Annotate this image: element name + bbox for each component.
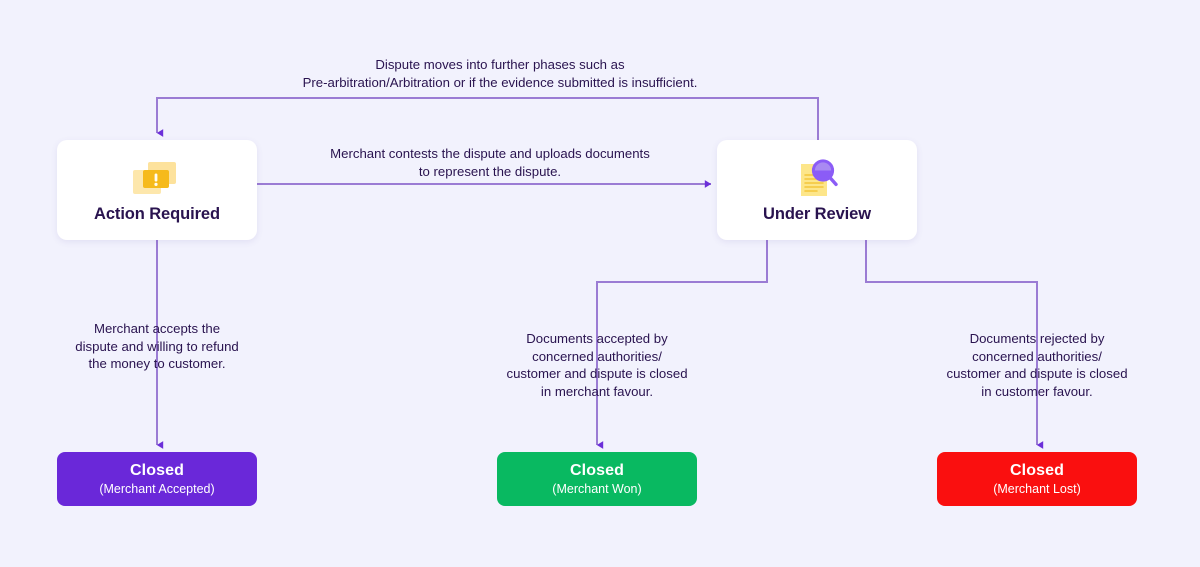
document-magnifier-icon [792, 157, 842, 203]
node-title: Under Review [763, 204, 871, 223]
terminal-sub-label: (Merchant Lost) [993, 481, 1081, 496]
terminal-closed-merchant-lost[interactable]: Closed (Merchant Lost) [937, 452, 1137, 506]
terminal-main-label: Closed [570, 461, 624, 479]
warning-document-icon [132, 157, 182, 203]
edge-loop-back [156, 97, 819, 140]
edge-label-documents-rejected: Documents rejected by concerned authorit… [946, 331, 1128, 399]
edge-label-merchant-accepts: Merchant accepts the dispute and willing… [75, 321, 239, 372]
node-under-review[interactable]: Under Review [717, 140, 917, 240]
edge-label-documents-accepted: Documents accepted by concerned authorit… [506, 331, 688, 399]
edge-label-merchant-contests: Merchant contests the dispute and upload… [330, 146, 650, 179]
node-action-required[interactable]: Action Required [57, 140, 257, 240]
edge-label-loop-back: Dispute moves into further phases such a… [302, 57, 698, 90]
edge-merchant-lost [865, 240, 1044, 449]
node-title: Action Required [94, 204, 220, 223]
terminal-closed-merchant-won[interactable]: Closed (Merchant Won) [497, 452, 697, 506]
terminal-main-label: Closed [1010, 461, 1064, 479]
terminal-main-label: Closed [130, 461, 184, 479]
terminal-sub-label: (Merchant Accepted) [99, 481, 215, 496]
terminal-sub-label: (Merchant Won) [552, 481, 642, 496]
edge-merchant-won [596, 240, 768, 449]
terminal-closed-merchant-accepted[interactable]: Closed (Merchant Accepted) [57, 452, 257, 506]
